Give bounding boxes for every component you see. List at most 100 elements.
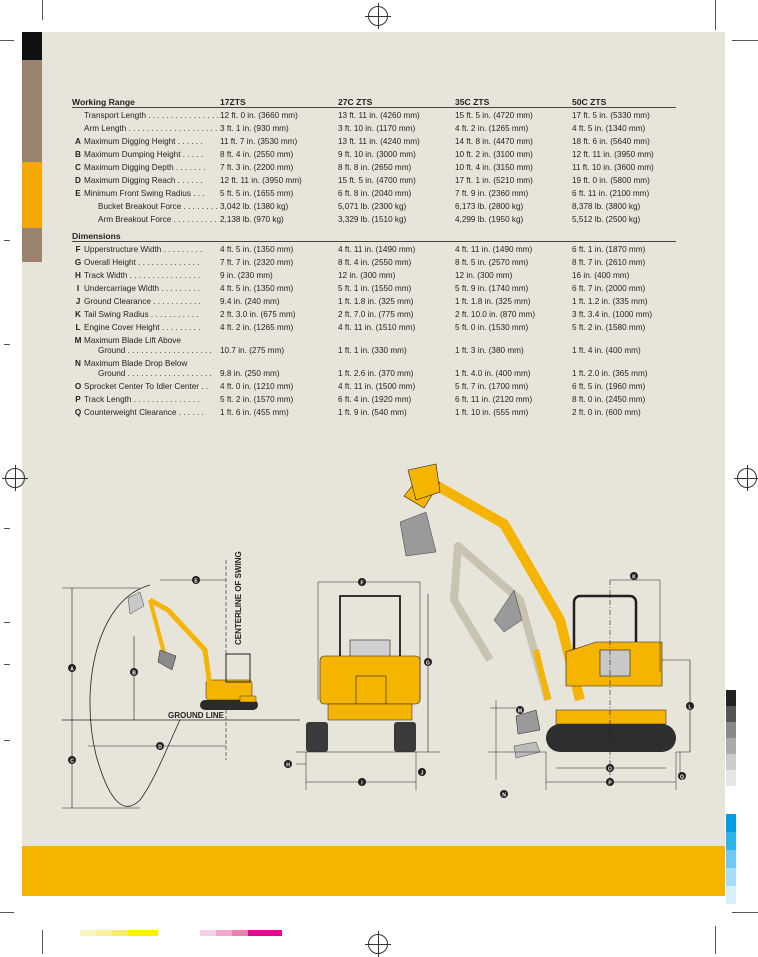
row-label: Ground . . . . . . . . . . . . . . . . .… <box>98 369 212 378</box>
value-35c-zts: 10 ft. 4 in. (3150 mm) <box>455 163 533 172</box>
row-label: Maximum Dumping Height . . . . . <box>84 150 204 159</box>
value-50c-zts: 8 ft. 0 in. (2450 mm) <box>572 395 646 404</box>
value-50c-zts: 19 ft. 0 in. (5800 mm) <box>572 176 650 185</box>
marker-k: K <box>630 572 638 581</box>
value-35c-zts: 6,173 lb. (2800 kg) <box>455 202 524 211</box>
marker-f: F <box>358 578 366 587</box>
color-swatch <box>128 930 158 936</box>
color-swatch <box>726 886 736 904</box>
value-27c-zts: 2 ft. 7.0 in. (775 mm) <box>338 310 414 319</box>
crop-mark <box>715 0 716 30</box>
value-35c-zts: 12 in. (300 mm) <box>455 271 513 280</box>
row-label: Maximum Digging Depth . . . . . . . <box>84 163 206 172</box>
crop-mark <box>715 926 716 954</box>
value-17zts: 10.7 in. (275 mm) <box>220 346 285 355</box>
registration-mark <box>365 3 391 29</box>
row-label: Engine Cover Height . . . . . . . . . <box>84 323 201 332</box>
spec-table: Working Range 17ZTS 27C ZTS 35C ZTS 50C … <box>72 97 676 418</box>
crop-mark <box>4 240 10 241</box>
bucket <box>407 463 441 501</box>
color-swatch <box>248 930 282 936</box>
color-swatch <box>726 738 736 754</box>
row-label: Undercarriage Width . . . . . . . . . <box>84 284 201 293</box>
boom <box>417 471 585 702</box>
marker-b: B <box>130 668 138 677</box>
row-letter: E <box>75 189 81 198</box>
value-17zts: 3,042 lb. (1380 kg) <box>220 202 289 211</box>
value-35c-zts: 1 ft. 1.8 in. (325 mm) <box>455 297 531 306</box>
boom <box>148 597 213 687</box>
spec-row: Arm Breakout Force . . . . . . . . . .2,… <box>72 212 676 225</box>
row-label: Sprocket Center To Idler Center . . <box>84 382 209 391</box>
value-27c-zts: 6 ft. 8 in. (2040 mm) <box>338 189 412 198</box>
row-label: Maximum Blade Drop Below <box>84 359 188 368</box>
value-17zts: 8 ft. 4 in. (2550 mm) <box>220 150 294 159</box>
color-swatch <box>216 930 232 936</box>
model-17zts: 17ZTS <box>220 97 338 108</box>
color-swatch <box>726 754 736 770</box>
row-letter: K <box>75 310 81 319</box>
svg-text:A: A <box>70 667 74 673</box>
side-excavator <box>127 591 258 710</box>
crop-mark <box>42 0 43 20</box>
color-swatch <box>112 930 128 936</box>
bucket <box>157 649 177 671</box>
value-50c-zts: 6 ft. 5 in. (1960 mm) <box>572 382 646 391</box>
row-letter: L <box>75 323 81 332</box>
value-35c-zts: 5 ft. 0 in. (1530 mm) <box>455 323 529 332</box>
value-27c-zts: 5 ft. 1 in. (1550 mm) <box>338 284 412 293</box>
value-27c-zts: 1 ft. 1.8 in. (325 mm) <box>338 297 414 306</box>
crop-mark <box>4 528 10 529</box>
spec-row: Transport Length . . . . . . . . . . . .… <box>72 108 676 122</box>
svg-text:B: B <box>132 671 136 677</box>
value-35c-zts: 5 ft. 9 in. (1740 mm) <box>455 284 529 293</box>
row-label: Overall Height . . . . . . . . . . . . .… <box>84 258 200 267</box>
value-17zts: 11 ft. 7 in. (3530 mm) <box>220 137 298 146</box>
svg-text:G: G <box>426 661 430 667</box>
bottom-yellow-band <box>22 846 725 896</box>
boom-cylinder <box>533 649 551 701</box>
value-35c-zts: 1 ft. 3 in. (380 mm) <box>455 346 524 355</box>
value-50c-zts: 11 ft. 10 in. (3600 mm) <box>572 163 654 172</box>
value-35c-zts: 10 ft. 2 in. (3100 mm) <box>455 150 533 159</box>
marker-i: I <box>358 778 366 787</box>
value-50c-zts: 5,512 lb. (2500 kg) <box>572 215 641 224</box>
row-label: Track Length . . . . . . . . . . . . . .… <box>84 395 200 404</box>
row-label: Minimum Front Swing Radius . . . <box>84 189 205 198</box>
marker-m: M <box>516 706 524 715</box>
spec-row: Bucket Breakout Force . . . . . . . .3,0… <box>72 199 676 212</box>
value-50c-zts: 2 ft. 0 in. (600 mm) <box>572 408 641 417</box>
value-17zts: 4 ft. 5 in. (1350 mm) <box>220 284 294 293</box>
value-35c-zts: 5 ft. 7 in. (1700 mm) <box>455 382 529 391</box>
boom-swing <box>355 675 387 705</box>
marker-l: L <box>686 702 694 711</box>
marker-p: P <box>606 778 614 787</box>
color-swatch <box>80 930 96 936</box>
model-35c-zts: 35C ZTS <box>455 97 572 108</box>
model-27c-zts: 27C ZTS <box>338 97 455 108</box>
row-label: Tail Swing Radius . . . . . . . . . . . <box>84 310 199 319</box>
marker-g: G <box>424 658 432 667</box>
value-50c-zts: 4 ft. 5 in. (1340 mm) <box>572 124 646 133</box>
value-35c-zts: 6 ft. 11 in. (2120 mm) <box>455 395 533 404</box>
row-letter: G <box>74 258 82 267</box>
value-50c-zts: 16 in. (400 mm) <box>572 271 630 280</box>
row-letter: I <box>76 284 80 293</box>
value-27c-zts: 3,329 lb. (1510 kg) <box>338 215 407 224</box>
crop-mark <box>4 664 10 665</box>
row-label: Counterweight Clearance . . . . . . <box>84 408 204 417</box>
svg-text:L: L <box>688 705 691 711</box>
row-letter: B <box>75 150 81 159</box>
svg-text:D: D <box>158 745 162 751</box>
value-27c-zts: 12 in. (300 mm) <box>338 271 396 280</box>
spec-row: Ground . . . . . . . . . . . . . . . . .… <box>72 346 676 356</box>
working-range-header: Working Range 17ZTS 27C ZTS 35C ZTS 50C … <box>72 97 676 108</box>
marker-d: D <box>156 742 164 751</box>
cab-frame <box>225 653 251 683</box>
row-label: Maximum Blade Lift Above <box>84 336 181 345</box>
